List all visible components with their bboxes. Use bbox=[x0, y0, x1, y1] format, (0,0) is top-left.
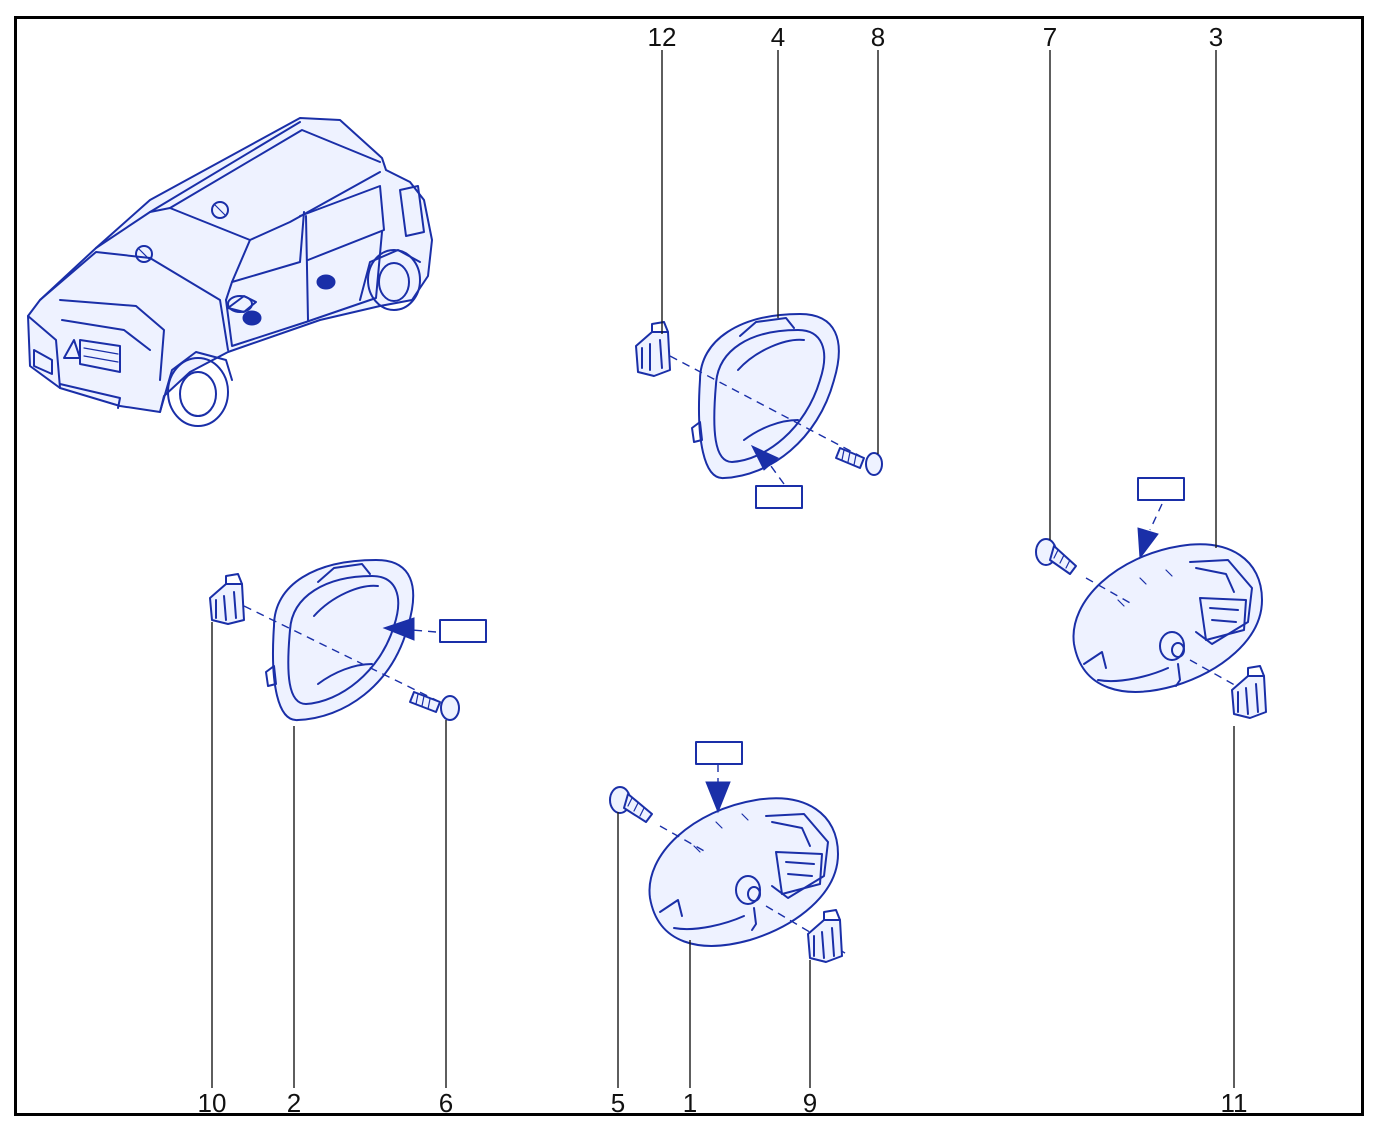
screw-part-5 bbox=[609, 786, 653, 823]
assembly-axis-part-1b bbox=[765, 905, 851, 957]
callout-7: 7 bbox=[1042, 22, 1058, 52]
handle-assembly-part-3 bbox=[1072, 543, 1263, 693]
callout-8: 8 bbox=[870, 22, 886, 52]
callout-1: 1 bbox=[682, 1088, 698, 1118]
callout-5: 5 bbox=[610, 1088, 626, 1118]
assembly-axis-part-3a bbox=[1085, 577, 1133, 605]
screw-part-7 bbox=[1035, 538, 1077, 575]
handle-bezel-part-2 bbox=[265, 559, 415, 722]
arrow-part-2 bbox=[382, 617, 487, 643]
assembly-axis-part-1a bbox=[659, 825, 707, 853]
callout-10: 10 bbox=[197, 1088, 227, 1118]
callout-3: 3 bbox=[1208, 22, 1224, 52]
screw-part-8 bbox=[835, 447, 883, 476]
car-illustration bbox=[27, 117, 433, 427]
arrow-part-4 bbox=[750, 444, 803, 509]
leader-lines bbox=[211, 50, 1235, 1088]
callout-9: 9 bbox=[802, 1088, 818, 1118]
handle-assembly-part-1 bbox=[648, 797, 839, 947]
callout-11: 11 bbox=[1220, 1088, 1248, 1118]
clip-part-10 bbox=[209, 573, 245, 625]
callout-2: 2 bbox=[286, 1088, 302, 1118]
screw-part-6 bbox=[409, 691, 460, 721]
handle-bezel-part-4 bbox=[691, 313, 840, 480]
arrow-part-3 bbox=[1137, 477, 1185, 560]
arrow-part-1 bbox=[695, 741, 743, 814]
callout-6: 6 bbox=[438, 1088, 454, 1118]
assembly-axis-part-4 bbox=[669, 355, 861, 457]
callout-4: 4 bbox=[770, 22, 786, 52]
clip-part-9 bbox=[807, 909, 843, 963]
clip-part-11 bbox=[1231, 665, 1267, 719]
assembly-axis-part-3b bbox=[1189, 659, 1241, 689]
clip-part-12 bbox=[635, 321, 671, 377]
callout-12: 12 bbox=[647, 22, 677, 52]
